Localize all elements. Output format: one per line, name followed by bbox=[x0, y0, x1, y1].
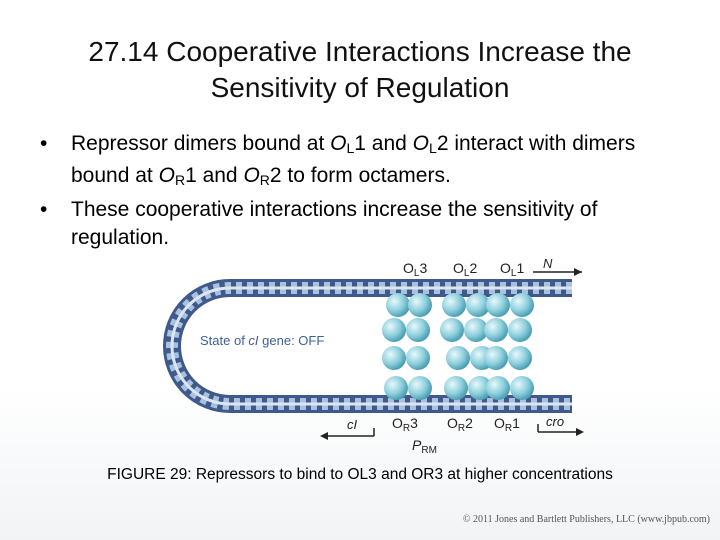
bullet-list: Repressor dimers bound at OL1 and OL2 in… bbox=[40, 130, 690, 254]
cro-label: cro bbox=[546, 414, 564, 429]
figure-caption: FIGURE 29: Repressors to bind to OL3 and… bbox=[107, 466, 613, 483]
label-ol2: OL2 bbox=[453, 260, 477, 279]
repressor-column-3 bbox=[484, 293, 534, 400]
slide-title: 27.14 Cooperative Interactions Increase … bbox=[0, 34, 720, 106]
label-or1: OR1 bbox=[494, 415, 520, 434]
n-label: N bbox=[543, 256, 553, 271]
label-or2: OR2 bbox=[447, 415, 473, 434]
n-arrow-icon bbox=[533, 268, 582, 276]
bullet-2: These cooperative interactions increase … bbox=[40, 196, 690, 252]
title-line-1: 27.14 Cooperative Interactions Increase … bbox=[88, 36, 632, 67]
label-ol3: OL3 bbox=[403, 260, 427, 279]
label-or3: OR3 bbox=[392, 415, 418, 434]
label-ol1: OL1 bbox=[500, 260, 524, 279]
repressor-column-1 bbox=[382, 293, 432, 400]
bullet-1: Repressor dimers bound at OL1 and OL2 in… bbox=[40, 130, 690, 194]
label-prm: PRM bbox=[412, 437, 437, 456]
ci-label: cI bbox=[347, 417, 358, 432]
repressor-column-2 bbox=[440, 293, 494, 400]
ci-arrow-icon bbox=[320, 428, 375, 440]
title-line-2: Sensitivity of Regulation bbox=[210, 72, 510, 103]
cro-arrow-icon bbox=[537, 424, 584, 436]
gene-state-label: State of cI gene: OFF bbox=[200, 333, 324, 348]
copyright-notice: © 2011 Jones and Bartlett Publishers, LL… bbox=[462, 514, 710, 525]
